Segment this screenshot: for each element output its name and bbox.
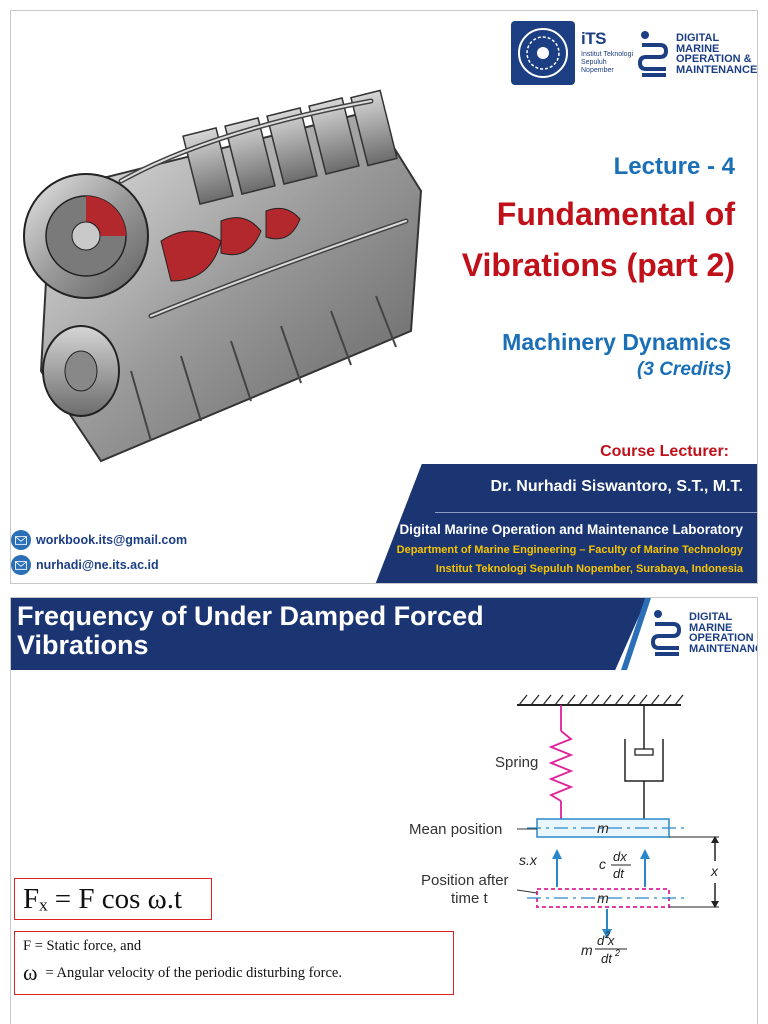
title-slide: iTS Institut Teknologi Sepuluh Nopember … [10,10,758,584]
course-credits: (3 Credits) [637,359,731,380]
dx-label: dx [613,849,627,864]
dt-label: dt [613,866,625,881]
department-name: Department of Marine Engineering – Facul… [396,544,743,556]
omega-symbol: ω [23,960,38,985]
spring-force-label: s.x [519,852,538,868]
d2x-exponent: 2 [604,930,610,940]
slide-title: Frequency of Under Damped Forced Vibrati… [17,601,484,660]
lecturer-name: Dr. Nurhadi Siswantoro, S.T., M.T. [490,478,743,495]
laboratory-name: Digital Marine Operation and Maintenance… [399,522,743,537]
mass-label-mean: m [597,820,609,836]
lecture-title-line1: Fundamental of [496,196,735,232]
lecture-title-line2: Vibrations (part 2) [461,247,735,283]
dt2-label: dt [601,951,613,966]
omega-text: = Angular velocity of the periodic distu… [45,964,342,981]
dmom-mark-icon [637,31,669,77]
definitions-box: F = Static force, and ω = Angular veloci… [14,931,454,995]
contact-email-1: workbook.its@gmail.com [11,530,187,550]
damping-c-label: c [599,856,606,872]
displacement-label: x [710,863,719,879]
force-equation: Fₓ = F cos ω.t [23,882,183,915]
email-address[interactable]: nurhadi@ne.its.ac.id [36,558,159,572]
content-slide: Frequency of Under Damped Forced Vibrati… [10,597,758,1024]
time-t-label: time t [451,890,489,907]
header-bar [11,598,647,670]
engine-illustration [23,89,423,463]
omega-definition: ω = Angular velocity of the periodic dis… [23,960,445,986]
its-subtitle: Institut Teknologi Sepuluh Nopember [581,51,634,74]
static-force-definition: F = Static force, and [23,938,142,954]
lecturer-info-band: Dr. Nurhadi Siswantoro, S.T., M.T. Digit… [375,464,757,583]
inertia-m-label: m [581,942,593,958]
slide-header: Frequency of Under Damped Forced Vibrati… [11,598,758,670]
spring-label: Spring [495,754,538,771]
contact-email-2: nurhadi@ne.its.ac.id [11,555,159,575]
course-name: Machinery Dynamics [502,329,731,355]
lecturer-label: Course Lecturer: [600,443,729,460]
dmom-logo: DIGITAL MARINE OPERATION & MAINTENANCE [649,608,758,658]
its-wordmark: iTS [581,29,606,48]
divider [435,512,757,513]
institute-name: Institut Teknologi Sepuluh Nopember, Sur… [435,563,743,575]
d2x-label: d x [597,933,615,948]
its-seal-icon [511,21,575,85]
spring-damper-diagram: m m x Spring Mean position Position afte… [409,694,719,966]
dmom-text: DIGITAL MARINE OPERATION & MAINTENANCE [676,32,758,76]
dmom-mark-icon [650,610,682,656]
its-logo: iTS Institut Teknologi Sepuluh Nopember [511,19,637,93]
envelope-icon [11,530,31,550]
mass-label-displaced: m [597,890,609,906]
mean-position-label: Mean position [409,821,502,838]
dmom-logo: DIGITAL MARINE OPERATION & MAINTENANCE [636,29,757,79]
email-address[interactable]: workbook.its@gmail.com [36,533,188,547]
envelope-icon [11,555,31,575]
position-after-label: Position after [421,872,509,889]
dt2-exponent: 2 [614,948,620,958]
lecture-number: Lecture - 4 [613,153,735,180]
force-equation-box: Fₓ = F cos ω.t [14,878,212,920]
dmom-text: DIGITAL MARINE OPERATION & MAINTENANCE [689,611,758,655]
